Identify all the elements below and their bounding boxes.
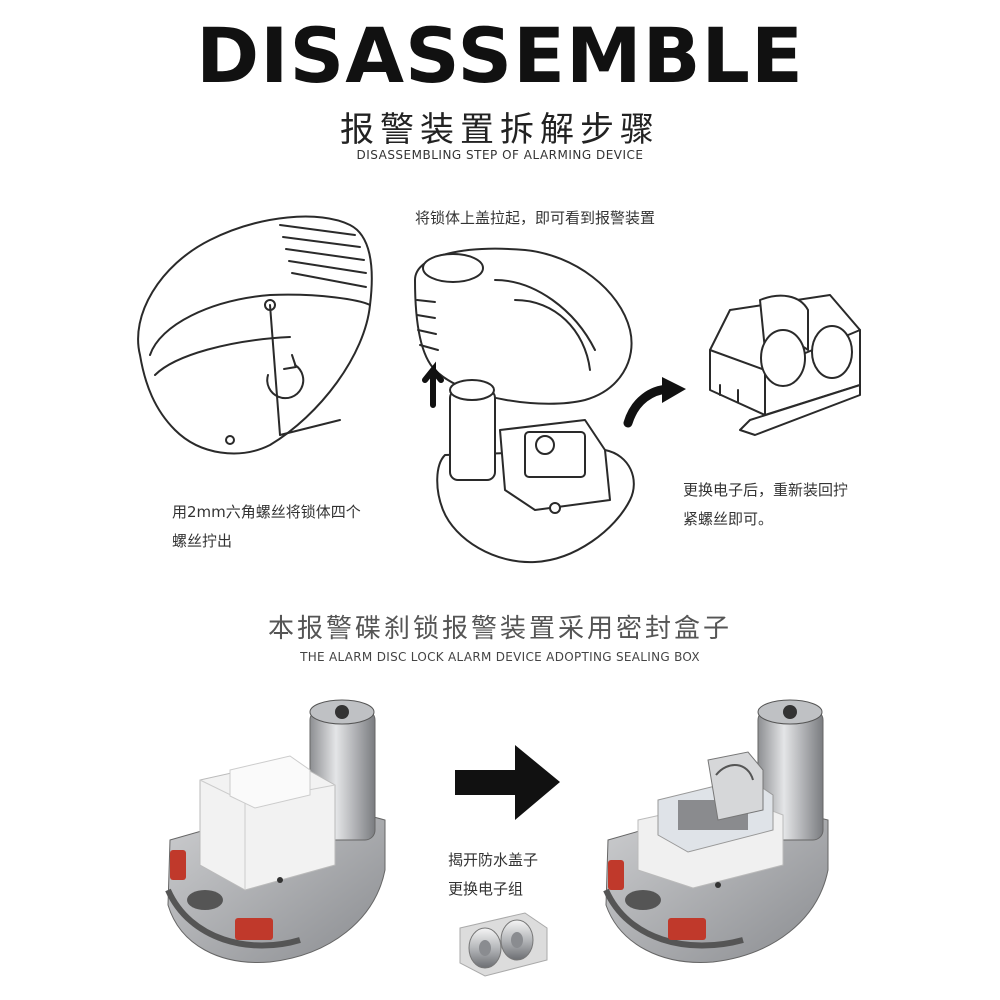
page-title: DISASSEMBLE xyxy=(196,11,804,100)
electronic-module-photo xyxy=(459,912,548,977)
note-line1: 揭开防水盖子 xyxy=(448,851,539,869)
open-lock-alarm-illustration xyxy=(414,247,635,564)
lock-body-hex-key-illustration xyxy=(137,215,373,455)
step1-caption-line1: 用2mm六角螺丝将锁体四个 xyxy=(172,503,361,521)
lock-with-opened-box-photo xyxy=(603,699,829,963)
alarm-module-illustration xyxy=(709,294,861,436)
step1-caption-line2: 螺丝拧出 xyxy=(172,532,233,550)
section2-title-english: THE ALARM DISC LOCK ALARM DEVICE ADOPTIN… xyxy=(300,650,700,664)
step2-caption: 将锁体上盖拉起，即可看到报警装置 xyxy=(415,209,656,227)
curved-arrow-icon xyxy=(623,377,686,428)
section2-title-chinese: 本报警碟刹锁报警装置采用密封盒子 xyxy=(267,614,732,644)
lock-with-sealed-box-photo xyxy=(165,699,386,963)
right-arrow-icon xyxy=(455,745,560,820)
subtitle-english: DISASSEMBLING STEP OF ALARMING DEVICE xyxy=(356,148,644,162)
note-line2: 更换电子组 xyxy=(448,880,524,898)
subtitle-chinese: 报警装置拆解步骤 xyxy=(340,110,660,150)
step3-caption-line2: 紧螺丝即可。 xyxy=(683,510,774,528)
step3-caption-line1: 更换电子后，重新装回拧 xyxy=(683,481,849,499)
